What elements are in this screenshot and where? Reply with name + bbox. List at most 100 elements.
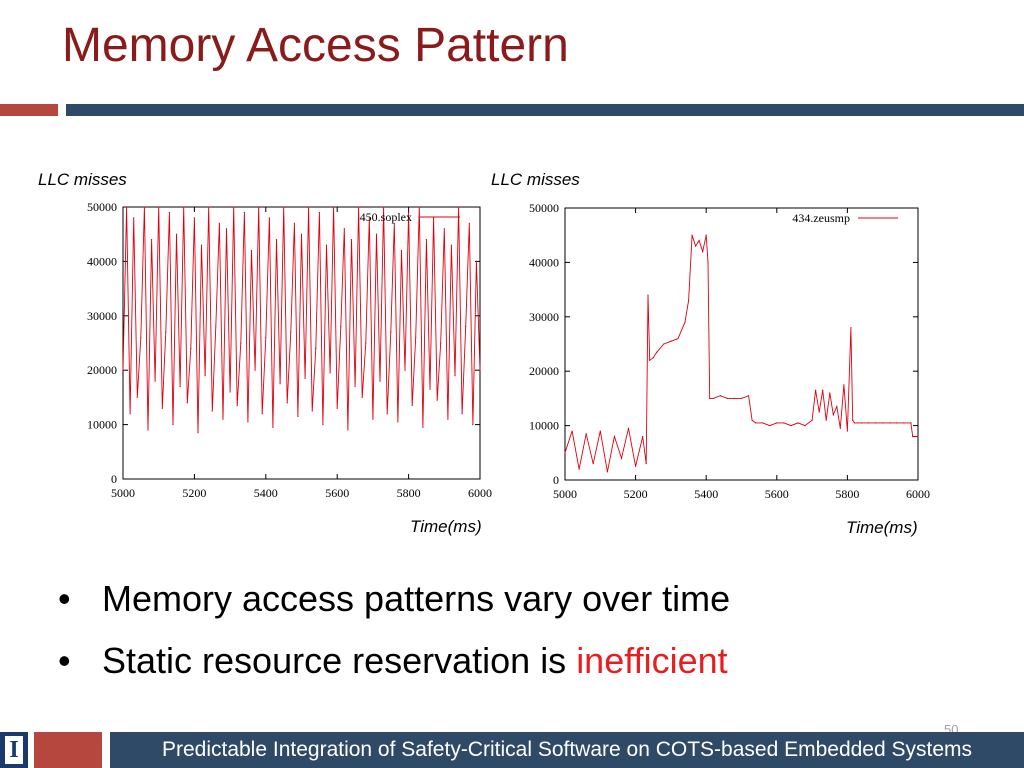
- data-point: [165, 331, 167, 333]
- slide-title: Memory Access Pattern: [62, 19, 569, 72]
- data-point: [204, 375, 206, 377]
- data-point: [705, 234, 707, 236]
- x-tick-label: 5800: [835, 487, 859, 501]
- data-point: [322, 424, 324, 426]
- data-point: [815, 389, 817, 391]
- data-point: [829, 392, 831, 394]
- data-point: [472, 424, 474, 426]
- data-point: [860, 422, 863, 424]
- data-point: [168, 211, 171, 214]
- data-point: [599, 430, 601, 432]
- y-tick-label: 0: [111, 472, 117, 486]
- data-point: [642, 435, 644, 438]
- data-point: [354, 385, 356, 388]
- data-point: [290, 331, 292, 333]
- data-point: [179, 385, 181, 388]
- data-point: [882, 422, 884, 424]
- bullet-dot: •: [58, 578, 71, 619]
- data-point: [751, 419, 753, 421]
- data-point: [461, 413, 463, 415]
- data-point: [397, 421, 399, 423]
- data-point: [122, 369, 124, 371]
- data-point: [308, 206, 310, 208]
- data-point: [386, 413, 388, 415]
- data-point: [215, 326, 217, 328]
- data-point: [358, 206, 360, 208]
- data-point: [333, 206, 335, 208]
- bullet-text-1: Memory access patterns vary over time: [102, 578, 731, 619]
- data-point: [875, 422, 877, 424]
- data-point: [903, 422, 905, 424]
- footer-accent: [34, 732, 102, 768]
- data-point: [229, 391, 231, 393]
- data-point: [896, 422, 898, 424]
- series-line-450.soplex: [122, 206, 481, 433]
- data-point: [698, 240, 700, 242]
- data-point: [133, 217, 135, 219]
- data-point: [300, 233, 303, 235]
- data-point: [200, 244, 203, 246]
- data-point: [261, 413, 263, 415]
- data-point: [254, 369, 256, 371]
- bullet-item-2: • Static resource reservation is ineffic…: [58, 630, 730, 692]
- data-point: [390, 331, 392, 333]
- x-tick-label: 6000: [906, 487, 930, 501]
- data-point: [440, 342, 442, 344]
- data-point: [158, 206, 160, 208]
- data-point: [222, 418, 224, 420]
- data-point: [857, 422, 859, 424]
- data-point: [656, 351, 658, 353]
- data-point: [283, 206, 285, 208]
- x-tick-label: 5600: [325, 486, 349, 500]
- bullet-item-1: • Memory access patterns vary over time: [58, 568, 730, 630]
- bullet-list: • Memory access patterns vary over time …: [58, 568, 730, 692]
- title-rule-bar: [66, 104, 1024, 116]
- logo-letter: I: [5, 736, 23, 764]
- data-point: [233, 206, 235, 208]
- data-point: [762, 422, 764, 424]
- data-point: [361, 396, 363, 398]
- data-point: [422, 426, 424, 428]
- data-point: [436, 399, 438, 401]
- y-tick-label: 30000: [529, 310, 559, 324]
- y-tick-label: 0: [553, 473, 559, 487]
- data-point: [702, 250, 704, 253]
- data-point: [400, 249, 403, 252]
- data-point: [578, 468, 580, 470]
- data-point: [475, 260, 478, 262]
- data-point: [776, 422, 778, 424]
- data-point: [825, 419, 827, 421]
- data-point: [867, 422, 870, 424]
- legend-label: 450.soplex: [360, 210, 412, 224]
- data-point: [747, 395, 750, 397]
- data-point: [755, 422, 757, 424]
- data-point: [297, 415, 299, 418]
- data-point: [375, 233, 378, 235]
- data-point: [143, 206, 146, 208]
- data-point: [465, 326, 467, 328]
- data-point: [606, 471, 608, 473]
- data-point: [707, 261, 709, 263]
- bullet-highlight: inefficient: [576, 640, 728, 681]
- data-point: [286, 402, 288, 404]
- x-tick-label: 5400: [694, 487, 718, 501]
- data-point: [912, 435, 914, 438]
- data-point: [208, 206, 210, 208]
- x-tick-label: 5000: [111, 486, 135, 500]
- data-point: [450, 244, 453, 246]
- data-point: [695, 245, 697, 247]
- data-point: [293, 222, 295, 224]
- x-tick-label: 5200: [624, 487, 648, 501]
- data-point: [240, 342, 242, 344]
- data-point: [564, 452, 566, 454]
- data-point: [832, 414, 834, 416]
- data-point: [411, 404, 413, 407]
- x-tick-label: 5600: [765, 487, 789, 501]
- data-point: [183, 206, 185, 208]
- data-point: [853, 422, 856, 424]
- data-point: [268, 217, 270, 219]
- data-point: [125, 206, 128, 208]
- data-point: [684, 321, 686, 323]
- data-point: [243, 211, 245, 214]
